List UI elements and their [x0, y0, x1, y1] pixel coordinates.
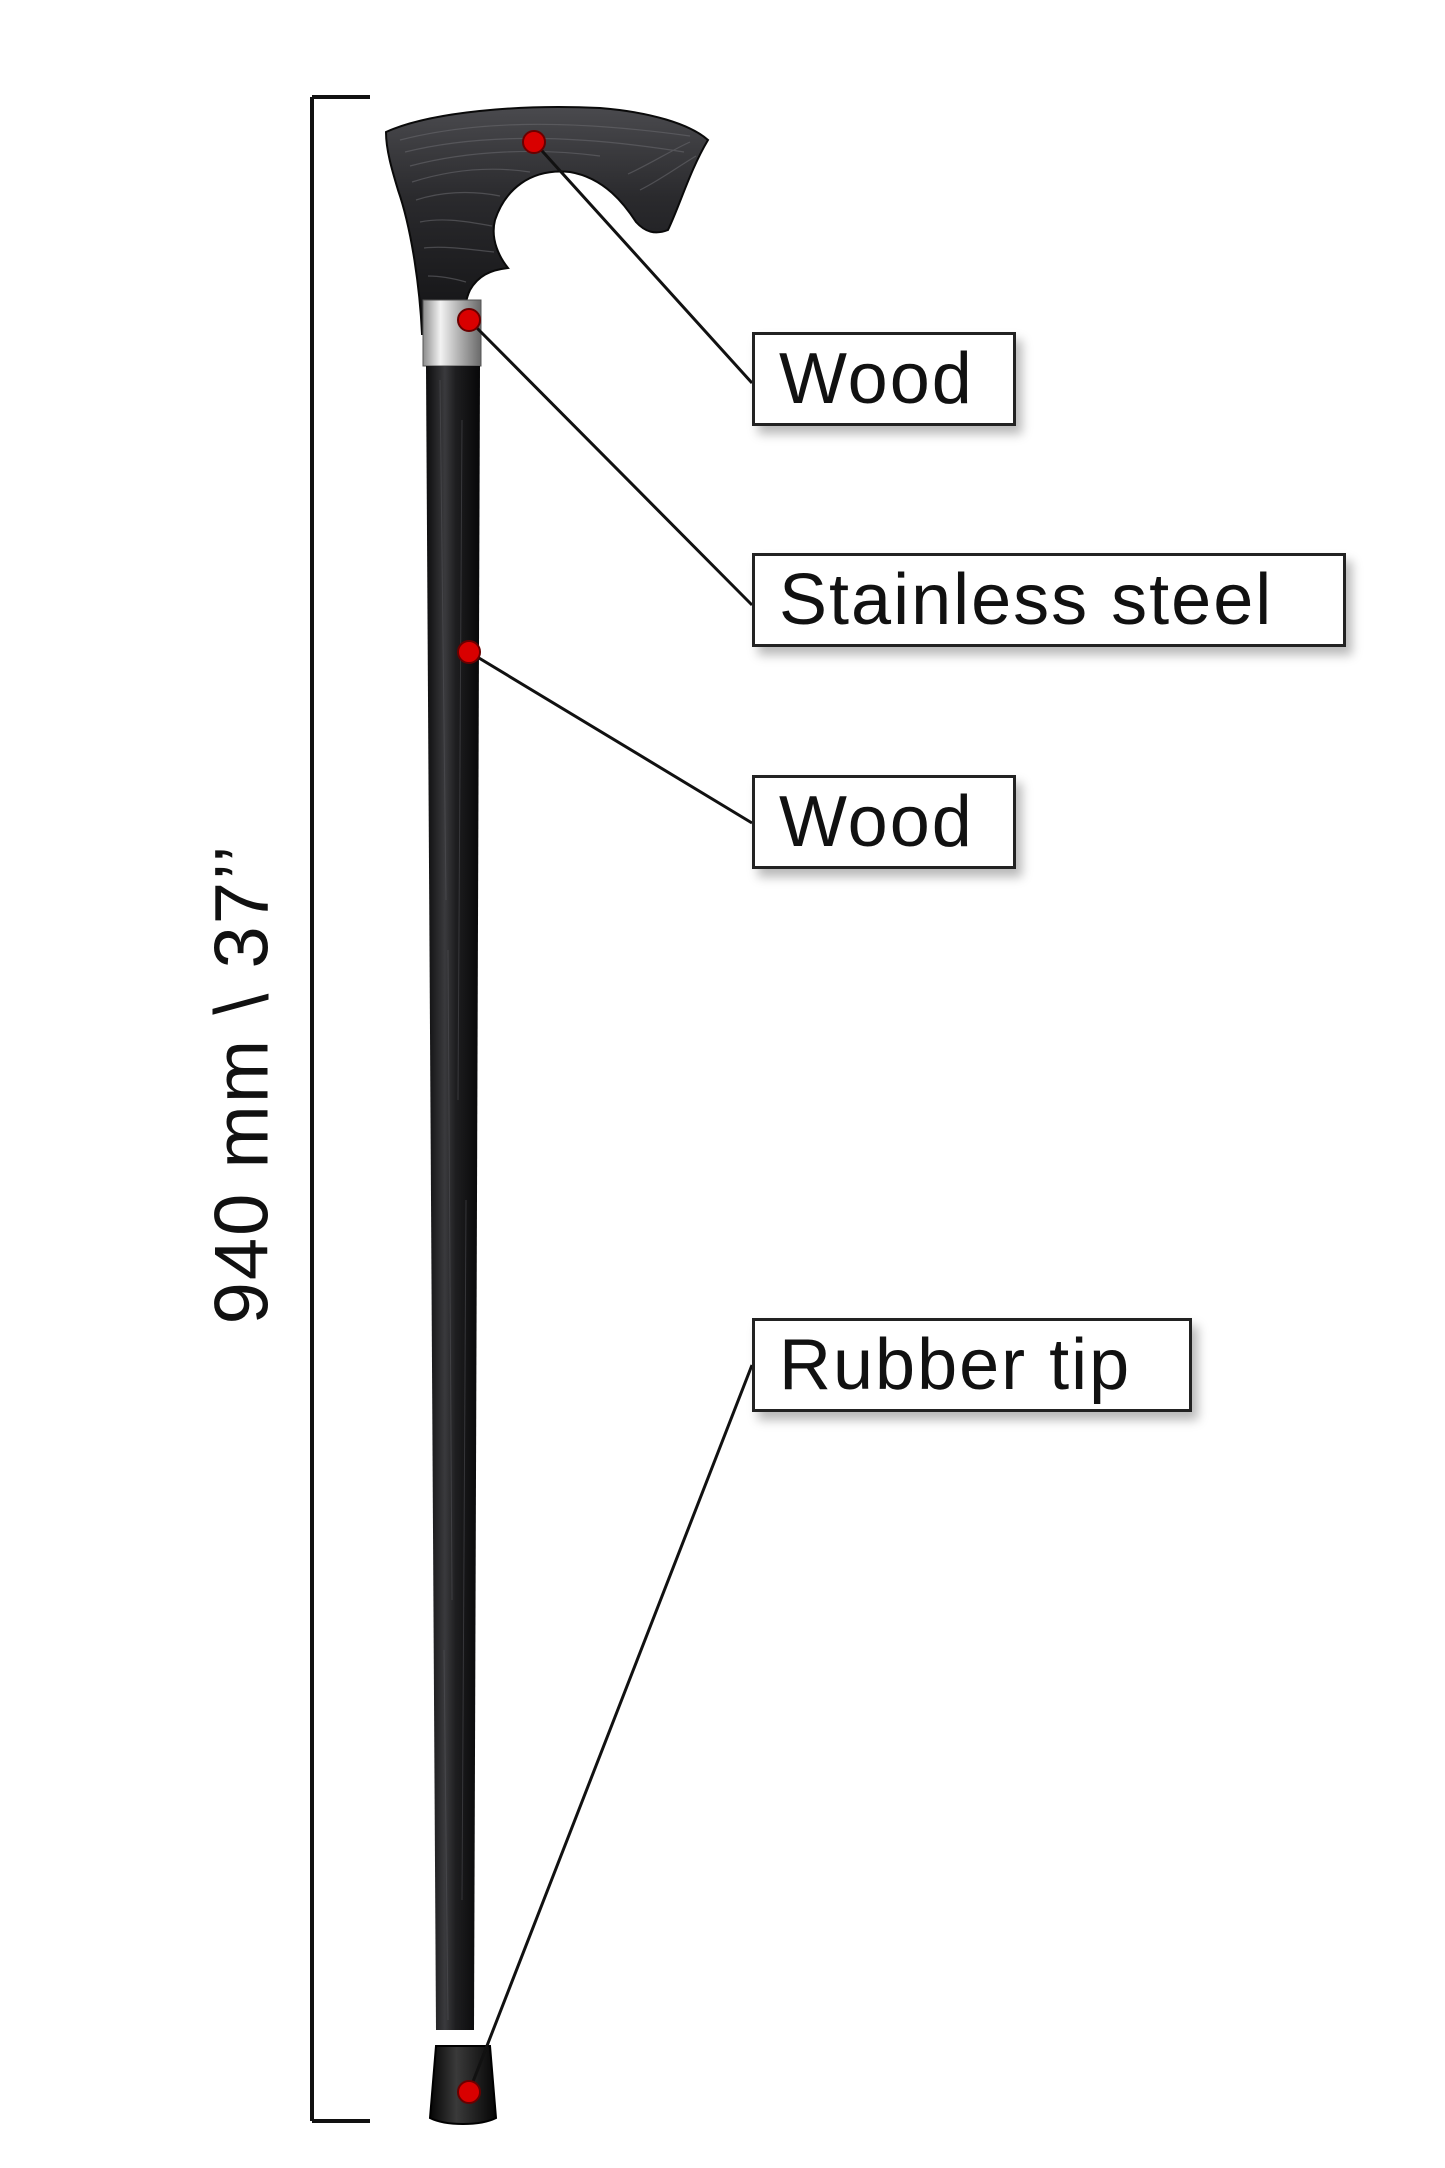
marker-collar: [457, 308, 481, 332]
cane-shaft: [426, 366, 480, 2030]
callout-shaft: Wood: [752, 775, 1016, 869]
leader-lines: [467, 140, 754, 2093]
marker-handle: [522, 130, 546, 154]
markers: [457, 130, 546, 2104]
cane-handle: [384, 106, 710, 335]
callout-tip: Rubber tip: [752, 1318, 1192, 1412]
dimension-label: 940 mm \ 37’’: [199, 843, 285, 1325]
leader-line-collar: [467, 318, 754, 607]
leader-line-shaft: [468, 650, 753, 825]
leader-line-tip: [467, 1364, 754, 2093]
leader-line-handle: [532, 140, 754, 385]
callout-collar: Stainless steel: [752, 553, 1346, 647]
marker-tip: [457, 2080, 481, 2104]
marker-shaft: [457, 640, 481, 664]
callout-handle: Wood: [752, 332, 1016, 426]
dimension-bracket: [310, 95, 370, 2123]
steel-collar: [422, 299, 482, 367]
